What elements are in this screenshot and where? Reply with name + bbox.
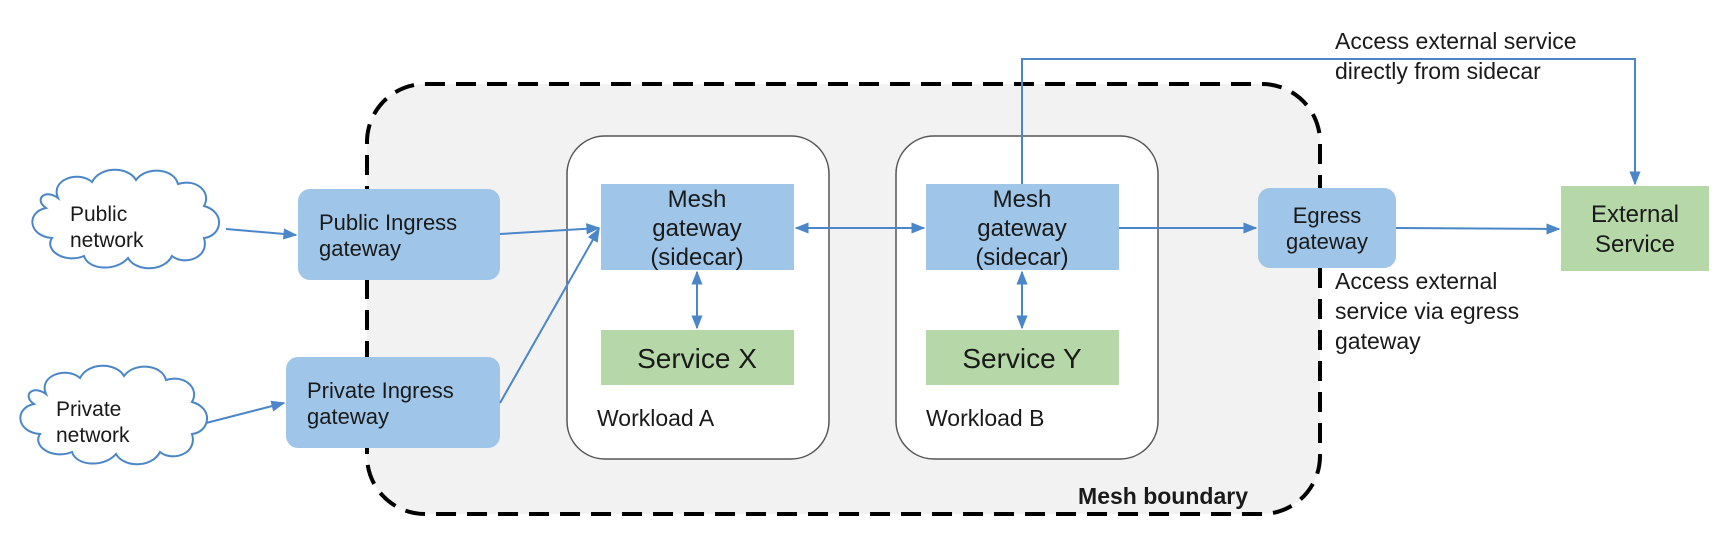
external-service: External Service <box>1561 186 1709 271</box>
egress-access-annotation-line3: gateway <box>1335 328 1421 354</box>
arrow-egress-to-external-service <box>1395 223 1561 235</box>
public-ingress-label-line2: gateway <box>319 236 401 261</box>
direct-access-annotation-line1: Access external service <box>1335 28 1577 54</box>
arrow-sidecar-direct-to-external-service <box>1021 58 1641 186</box>
egress-access-annotation-line2: service via egress <box>1335 298 1519 324</box>
mesh-gateway-a-line2: gateway <box>652 215 741 242</box>
mesh-boundary-label: Mesh boundary <box>1078 483 1248 509</box>
arrow-private-network-to-private-ingress <box>205 400 286 424</box>
mesh-gateway-a-line3: (sidecar) <box>650 244 743 271</box>
public-ingress-gateway: Public Ingress gateway <box>298 189 500 280</box>
private-ingress-label-line1: Private Ingress <box>307 378 454 403</box>
private-network-label-line2: network <box>56 424 130 447</box>
public-ingress-label-line1: Public Ingress <box>319 210 457 235</box>
direct-access-annotation-line2: directly from sidecar <box>1335 58 1541 84</box>
arrow-private-ingress-to-mesh-gateway-a <box>499 227 600 404</box>
mesh-gateway-a: Mesh gateway (sidecar) <box>601 184 794 271</box>
egress-access-annotation-line1: Access external <box>1335 268 1497 294</box>
private-ingress-gateway: Private Ingress gateway <box>286 357 500 448</box>
service-y: Service Y <box>926 330 1119 385</box>
workload-a-label: Workload A <box>597 405 715 431</box>
external-service-line1: External <box>1591 201 1679 228</box>
private-network-label-line1: Private <box>56 398 121 421</box>
external-service-line2: Service <box>1595 231 1675 258</box>
arrow-public-network-to-public-ingress <box>225 228 298 240</box>
mesh-boundary <box>365 82 1322 516</box>
egress-gateway-line1: Egress <box>1293 203 1361 228</box>
service-x-label: Service X <box>637 343 757 374</box>
mesh-gateway-b-line2: gateway <box>977 215 1066 242</box>
private-network-cloud: Private network <box>19 364 208 466</box>
arrow-public-ingress-to-mesh-gateway-a <box>499 223 601 235</box>
public-network-cloud: Public network <box>31 168 220 270</box>
egress-gateway: Egress gateway <box>1258 188 1396 268</box>
public-network-label-line2: network <box>70 229 144 252</box>
private-ingress-label-line2: gateway <box>307 404 389 429</box>
workload-b-label: Workload B <box>926 405 1044 431</box>
service-y-label: Service Y <box>962 343 1082 374</box>
mesh-gateway-b: Mesh gateway (sidecar) <box>926 184 1119 271</box>
public-network-label-line1: Public <box>70 203 127 226</box>
mesh-gateway-b-line3: (sidecar) <box>975 244 1068 271</box>
egress-gateway-line2: gateway <box>1286 229 1368 254</box>
mesh-gateway-a-line1: Mesh <box>668 186 727 213</box>
service-x: Service X <box>601 330 794 385</box>
mesh-gateway-b-line1: Mesh <box>993 186 1052 213</box>
